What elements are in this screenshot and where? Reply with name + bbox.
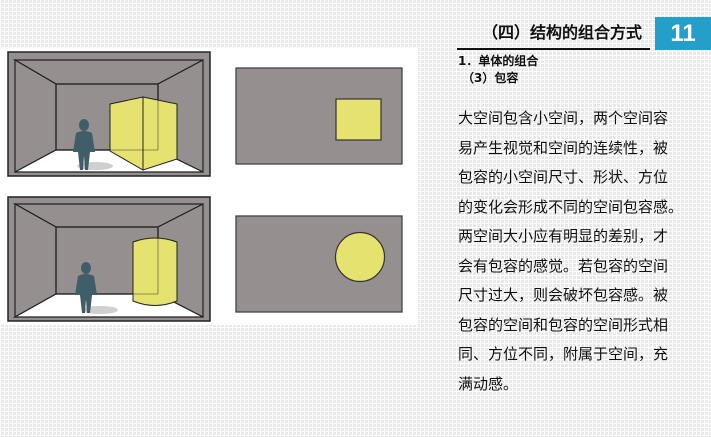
body-line: 尺寸过大，则会破坏包容感。被 <box>458 286 669 304</box>
body-line: 包容的小空间尺寸、形状、方位 <box>458 168 669 186</box>
title-divider <box>457 48 650 50</box>
page-number-badge: 11 <box>655 17 711 50</box>
body-line: 易产生视觉和空间的连续性，被 <box>458 138 669 157</box>
section-heading: 1．单体的组合 <box>458 54 539 68</box>
body-line: 两空间大小应有明显的差别，才 <box>458 227 669 245</box>
body-line: 大空间包含小空间，两个空间容 <box>458 109 669 127</box>
room-perspective-prism-illustration <box>7 51 211 177</box>
person-figure-icon <box>75 262 97 313</box>
yellow-prism-icon <box>109 96 178 171</box>
body-line: 的变化会形成不同的空间包容感。 <box>458 197 684 216</box>
body-line: 满动感。 <box>458 374 519 393</box>
person-figure-icon <box>73 119 95 170</box>
body-paragraph: 大空间包含小空间，两个空间容 易产生视觉和空间的连续性，被 包容的小空间尺寸、形… <box>458 104 708 399</box>
body-line: 会有包容的感觉。若包容的空间 <box>458 256 669 275</box>
illustration-panel <box>0 48 418 325</box>
page-title: （四）结构的组合方式 <box>481 23 642 42</box>
plan-circle-illustration <box>235 215 403 313</box>
body-line: 同、方位不同，附属于空间，充 <box>458 345 669 363</box>
section-subheading: （3）包容 <box>462 71 519 85</box>
plan-square-illustration <box>235 67 403 165</box>
room-perspective-cylinder-illustration <box>7 196 211 322</box>
yellow-cylinder-icon <box>132 237 178 306</box>
body-line: 包容的空间和包容的空间形式相 <box>458 315 669 334</box>
